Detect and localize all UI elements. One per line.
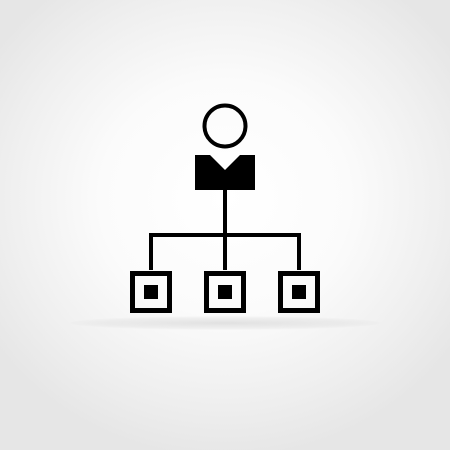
node-core [292, 285, 306, 299]
node-frame [204, 271, 246, 313]
connector-lines [149, 190, 301, 270]
person-head [202, 103, 248, 149]
square-node-icon [130, 271, 172, 313]
node-core [218, 285, 232, 299]
node-core [144, 285, 158, 299]
ground-shadow [70, 316, 380, 330]
person-body [195, 155, 255, 190]
square-node-icon [278, 271, 320, 313]
person-icon [195, 103, 255, 190]
node-frame [278, 271, 320, 313]
square-node-icon [204, 271, 246, 313]
node-frame [130, 271, 172, 313]
